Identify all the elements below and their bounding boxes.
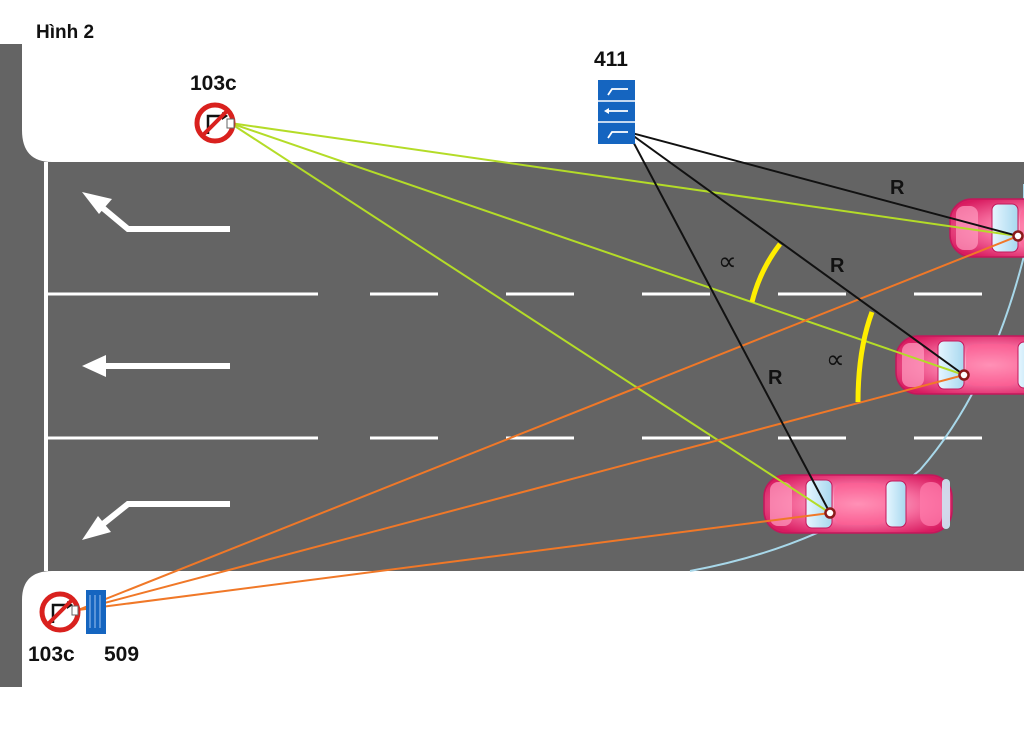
turn-left-arrow [82, 192, 230, 232]
angle-arc-lower [855, 311, 875, 403]
sign-103c-top-icon [194, 102, 236, 144]
figure-title: Hình 2 [36, 22, 95, 43]
driver-eye-points [824, 230, 1024, 519]
sign-509-icon [86, 590, 106, 634]
sign-411-icon [598, 80, 635, 144]
sign-103c-bottom-icon [39, 591, 81, 633]
straight-arrow [82, 355, 230, 377]
radius-lines-411 [627, 131, 1019, 514]
sign-103c-top-label: 103c [190, 72, 237, 95]
radius-label-3: R [768, 367, 783, 389]
u-turn-arrow [82, 501, 230, 540]
angle-label-1: ∝ [718, 246, 737, 276]
angle-arc-upper [749, 242, 782, 303]
radius-label-1: R [890, 177, 905, 199]
sign-411-label: 411 [594, 48, 628, 71]
car-middle-lane [895, 335, 1024, 395]
sight-lines-103c-bottom [77, 235, 1019, 611]
sign-103c-bottom-label: 103c [28, 643, 75, 666]
radius-label-2: R [830, 255, 845, 277]
sign-509-label: 509 [104, 643, 140, 666]
road-surface [0, 44, 1024, 687]
car-bottom-lane [763, 474, 953, 534]
angle-label-2: ∝ [826, 344, 845, 374]
sight-lines-103c-top [229, 122, 1019, 514]
